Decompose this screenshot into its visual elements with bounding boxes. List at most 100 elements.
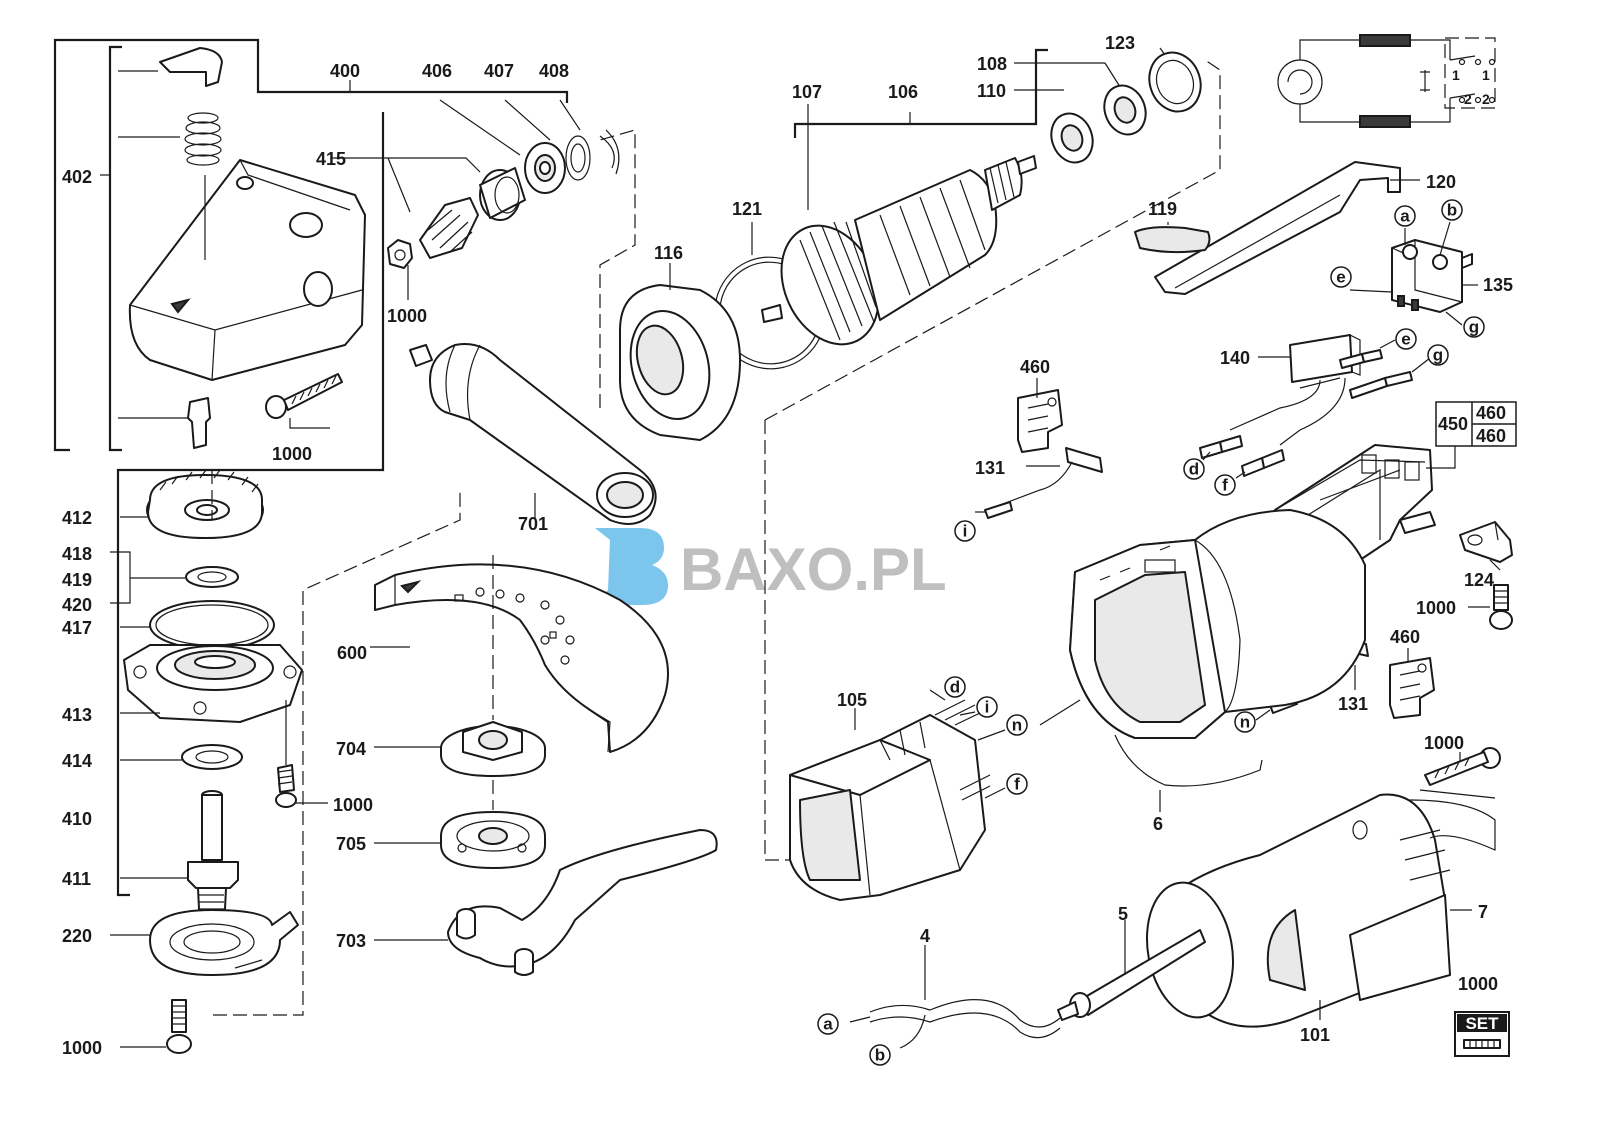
callout-414: 414 xyxy=(62,751,92,771)
callout-413: 413 xyxy=(62,705,92,725)
bevel-gear xyxy=(146,469,264,539)
pinion-gear xyxy=(419,197,479,259)
on-off-switch xyxy=(1391,239,1473,313)
schematic-label: 2 xyxy=(1482,91,1490,107)
side-handle xyxy=(409,343,657,525)
svg-text:f: f xyxy=(1014,775,1020,794)
connector-460 xyxy=(1389,657,1435,719)
schematic-label: 1 xyxy=(1452,67,1460,83)
washer-419 xyxy=(185,566,239,588)
cord-protector xyxy=(1057,929,1206,1021)
callout-108: 108 xyxy=(977,54,1007,74)
svg-text:a: a xyxy=(823,1015,833,1034)
screw xyxy=(166,999,192,1054)
callout-131: 131 xyxy=(1338,694,1368,714)
svg-text:f: f xyxy=(1222,476,1228,495)
callout-460: 460 xyxy=(1476,426,1506,446)
svg-text:i: i xyxy=(963,522,968,541)
locking-pin xyxy=(187,397,211,449)
callout-140: 140 xyxy=(1220,348,1250,368)
washer-414 xyxy=(181,744,243,770)
callout-460: 460 xyxy=(1020,357,1050,377)
letter-badge: d xyxy=(944,676,966,698)
callout-120: 120 xyxy=(1426,172,1456,192)
callout-408: 408 xyxy=(539,61,569,81)
callout-410: 410 xyxy=(62,809,92,829)
callout-411: 411 xyxy=(62,869,91,889)
stator xyxy=(789,699,991,901)
callout-407: 407 xyxy=(484,61,514,81)
callout-119: 119 xyxy=(1148,199,1177,219)
callout-1000: 1000 xyxy=(387,306,427,326)
svg-text:g: g xyxy=(1433,346,1443,365)
screw xyxy=(1424,747,1501,786)
bracket-402 xyxy=(108,45,122,452)
schematic-label: 1 xyxy=(1482,67,1490,83)
letter-badge: a xyxy=(1394,205,1416,227)
screw xyxy=(265,373,343,419)
pinion-nut xyxy=(387,239,413,269)
lock-lever xyxy=(159,47,223,87)
svg-text:e: e xyxy=(1401,330,1410,349)
wheel-guard xyxy=(374,563,669,753)
accessories-group xyxy=(370,343,718,976)
wiring-schematic: 1 1 2 2 xyxy=(1277,34,1496,128)
bracket-inner xyxy=(116,112,385,897)
svg-text:a: a xyxy=(1400,207,1410,226)
switch-button xyxy=(1134,226,1211,254)
motor-housing-group xyxy=(789,509,1501,1049)
screw xyxy=(275,764,297,808)
letter-badge: e xyxy=(1395,328,1417,350)
letter-badge: g xyxy=(1463,316,1485,338)
flange-plate xyxy=(149,909,299,976)
callout-412: 412 xyxy=(62,508,92,528)
bearing-108 xyxy=(1103,84,1147,136)
callout-110: 110 xyxy=(977,81,1006,101)
screw xyxy=(1489,584,1513,630)
callout-6: 6 xyxy=(1153,814,1163,834)
gear-housing xyxy=(128,159,366,381)
callout-600: 600 xyxy=(337,643,367,663)
rear-housing xyxy=(1145,789,1496,1028)
spring xyxy=(184,112,222,166)
flange-704 xyxy=(440,721,546,777)
letter-badge: b xyxy=(869,1044,891,1066)
svg-text:d: d xyxy=(1189,460,1199,479)
svg-text:n: n xyxy=(1012,716,1022,735)
callout-101: 101 xyxy=(1300,1025,1330,1045)
letter-badge: g xyxy=(1427,344,1449,366)
air-baffle-6 xyxy=(1114,734,1263,787)
set-badge: SET xyxy=(1454,1011,1510,1057)
bearing-110 xyxy=(1050,112,1094,164)
letter-badge: a xyxy=(817,1013,839,1035)
callout-135: 135 xyxy=(1483,275,1513,295)
callout-5: 5 xyxy=(1118,904,1128,924)
callout-4: 4 xyxy=(920,926,930,946)
callout-460: 460 xyxy=(1390,627,1420,647)
bearing-sleeve xyxy=(479,167,526,221)
connector-460 xyxy=(1017,389,1063,453)
callout-417: 417 xyxy=(62,618,92,638)
callout-419: 419 xyxy=(62,570,92,590)
switch-slide xyxy=(1154,161,1401,295)
motor-housing xyxy=(1069,509,1366,739)
callout-123: 123 xyxy=(1105,33,1135,53)
watermark: BAXO.PL xyxy=(595,528,947,605)
callout-1000: 1000 xyxy=(1424,733,1464,753)
flange-705 xyxy=(440,811,546,869)
callout-704: 704 xyxy=(336,739,366,759)
callout-701: 701 xyxy=(518,514,548,534)
bracket-106 xyxy=(793,48,1048,138)
capacitor xyxy=(1199,334,1413,477)
callout-1000: 1000 xyxy=(272,444,312,464)
callout-220: 220 xyxy=(62,926,92,946)
callout-460: 460 xyxy=(1476,403,1506,423)
letter-badge: n xyxy=(1234,711,1256,733)
svg-text:n: n xyxy=(1240,713,1250,732)
letter-badge: f xyxy=(1006,773,1028,795)
armature xyxy=(761,155,1037,346)
guard-holes xyxy=(454,587,575,665)
bearing-flange xyxy=(123,644,303,723)
watermark-logo-icon xyxy=(595,528,668,605)
